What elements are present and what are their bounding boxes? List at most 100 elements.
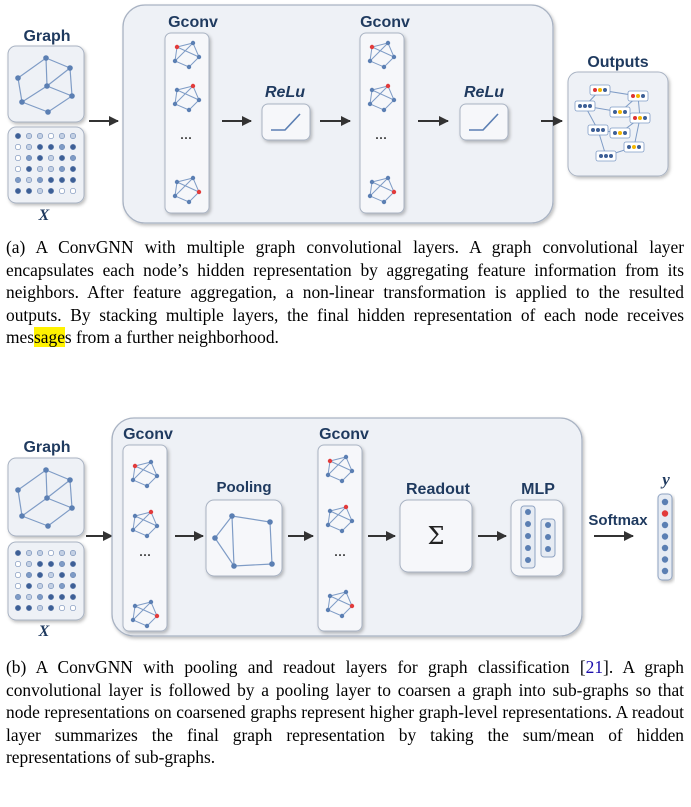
relu-2-box xyxy=(459,103,509,141)
graph-node xyxy=(343,504,349,510)
graph-node xyxy=(186,199,192,205)
caption-b-text-end: ]. A graph convolutional layer is follow… xyxy=(6,657,684,767)
input-graph xyxy=(7,457,85,537)
feature-dot xyxy=(58,583,65,590)
graph-node xyxy=(381,64,387,70)
graph-node xyxy=(343,589,349,595)
feature-dot xyxy=(70,166,77,173)
feature-dot xyxy=(15,594,22,601)
gconv-1-graphs xyxy=(172,40,202,205)
graph-node xyxy=(174,87,180,93)
output-node xyxy=(618,110,622,114)
graph-node xyxy=(325,472,331,478)
output-node xyxy=(661,556,669,563)
feature-matrix xyxy=(7,126,85,204)
pooling-label: Pooling xyxy=(217,479,272,496)
graph-label: Graph xyxy=(23,28,70,45)
graph-node xyxy=(186,64,192,70)
feature-dot xyxy=(58,155,65,162)
output-node xyxy=(599,154,603,158)
output-node xyxy=(633,116,637,120)
feature-dot xyxy=(25,177,32,184)
outputs-graph xyxy=(574,84,651,162)
graph-node xyxy=(327,508,333,514)
feature-dot xyxy=(36,572,43,579)
graph-node xyxy=(391,97,397,103)
mlp-neuron xyxy=(545,522,551,528)
feature-dot xyxy=(25,605,32,612)
gconv-1-label: Gconv xyxy=(123,426,173,443)
feature-dot xyxy=(47,605,54,612)
graph-label: Graph xyxy=(23,439,70,456)
output-node xyxy=(643,116,647,120)
gconv-2-column xyxy=(359,32,405,214)
graph-node xyxy=(144,483,150,489)
graph-node xyxy=(130,477,136,483)
graph-node xyxy=(385,175,391,181)
graph-node xyxy=(148,509,154,515)
feature-dot xyxy=(36,594,43,601)
feature-dot xyxy=(15,166,22,173)
mlp-neuron xyxy=(525,521,531,527)
feature-dot xyxy=(15,177,22,184)
graph-node xyxy=(349,468,355,474)
pooling-box xyxy=(205,499,283,577)
graph-node xyxy=(327,593,333,599)
x-label: X xyxy=(38,623,50,640)
relu-1-label: ReLu xyxy=(265,84,305,101)
output-node xyxy=(593,88,597,92)
feature-dot xyxy=(47,188,54,195)
feature-dot xyxy=(36,155,43,162)
ellipsis: ... xyxy=(180,126,192,143)
gconv-2-graphs xyxy=(367,40,397,205)
mlp-label: MLP xyxy=(521,481,555,498)
output-node xyxy=(661,544,669,552)
graph-node xyxy=(367,58,373,64)
graph-node xyxy=(391,189,397,195)
feature-dot xyxy=(47,144,54,151)
graph-node xyxy=(132,513,138,519)
output-node xyxy=(596,128,600,132)
graph-node xyxy=(190,175,196,181)
feature-dot xyxy=(70,594,77,601)
feature-dot xyxy=(70,188,77,195)
feature-dot xyxy=(70,177,77,184)
output-node xyxy=(661,521,669,529)
output-vector-nodes xyxy=(661,498,669,575)
output-node xyxy=(591,128,595,132)
feature-dot xyxy=(47,133,54,140)
feature-dot xyxy=(70,583,77,590)
output-node xyxy=(601,128,605,132)
mlp-neuron xyxy=(525,557,531,563)
relu-1-box xyxy=(261,103,311,141)
relu-1-icon xyxy=(271,113,301,131)
graph-node xyxy=(196,97,202,103)
feature-dot xyxy=(58,144,65,151)
x-label: X xyxy=(38,207,50,224)
gconv-2-column xyxy=(317,444,363,632)
feature-dot xyxy=(25,561,32,568)
feature-dot xyxy=(36,144,43,151)
feature-dot xyxy=(58,561,65,568)
graph-node xyxy=(369,179,375,185)
citation-link[interactable]: 21 xyxy=(585,657,604,677)
graph-node xyxy=(339,613,345,619)
feature-dot xyxy=(58,605,65,612)
output-node xyxy=(598,88,602,92)
output-node xyxy=(613,110,617,114)
output-node xyxy=(603,88,607,92)
ellipsis: ... xyxy=(375,126,387,143)
feature-dot xyxy=(15,144,22,151)
readout-label: Readout xyxy=(406,481,471,498)
feature-dot xyxy=(36,177,43,184)
output-node xyxy=(661,498,669,506)
graph-node xyxy=(349,518,355,524)
graph-node xyxy=(148,599,154,605)
output-node xyxy=(588,104,592,108)
feature-dot xyxy=(36,133,43,140)
mlp-neuron xyxy=(545,546,551,552)
graph-node xyxy=(349,603,355,609)
feature-dot xyxy=(36,605,43,612)
feature-dot xyxy=(36,550,43,557)
output-node xyxy=(627,145,631,149)
